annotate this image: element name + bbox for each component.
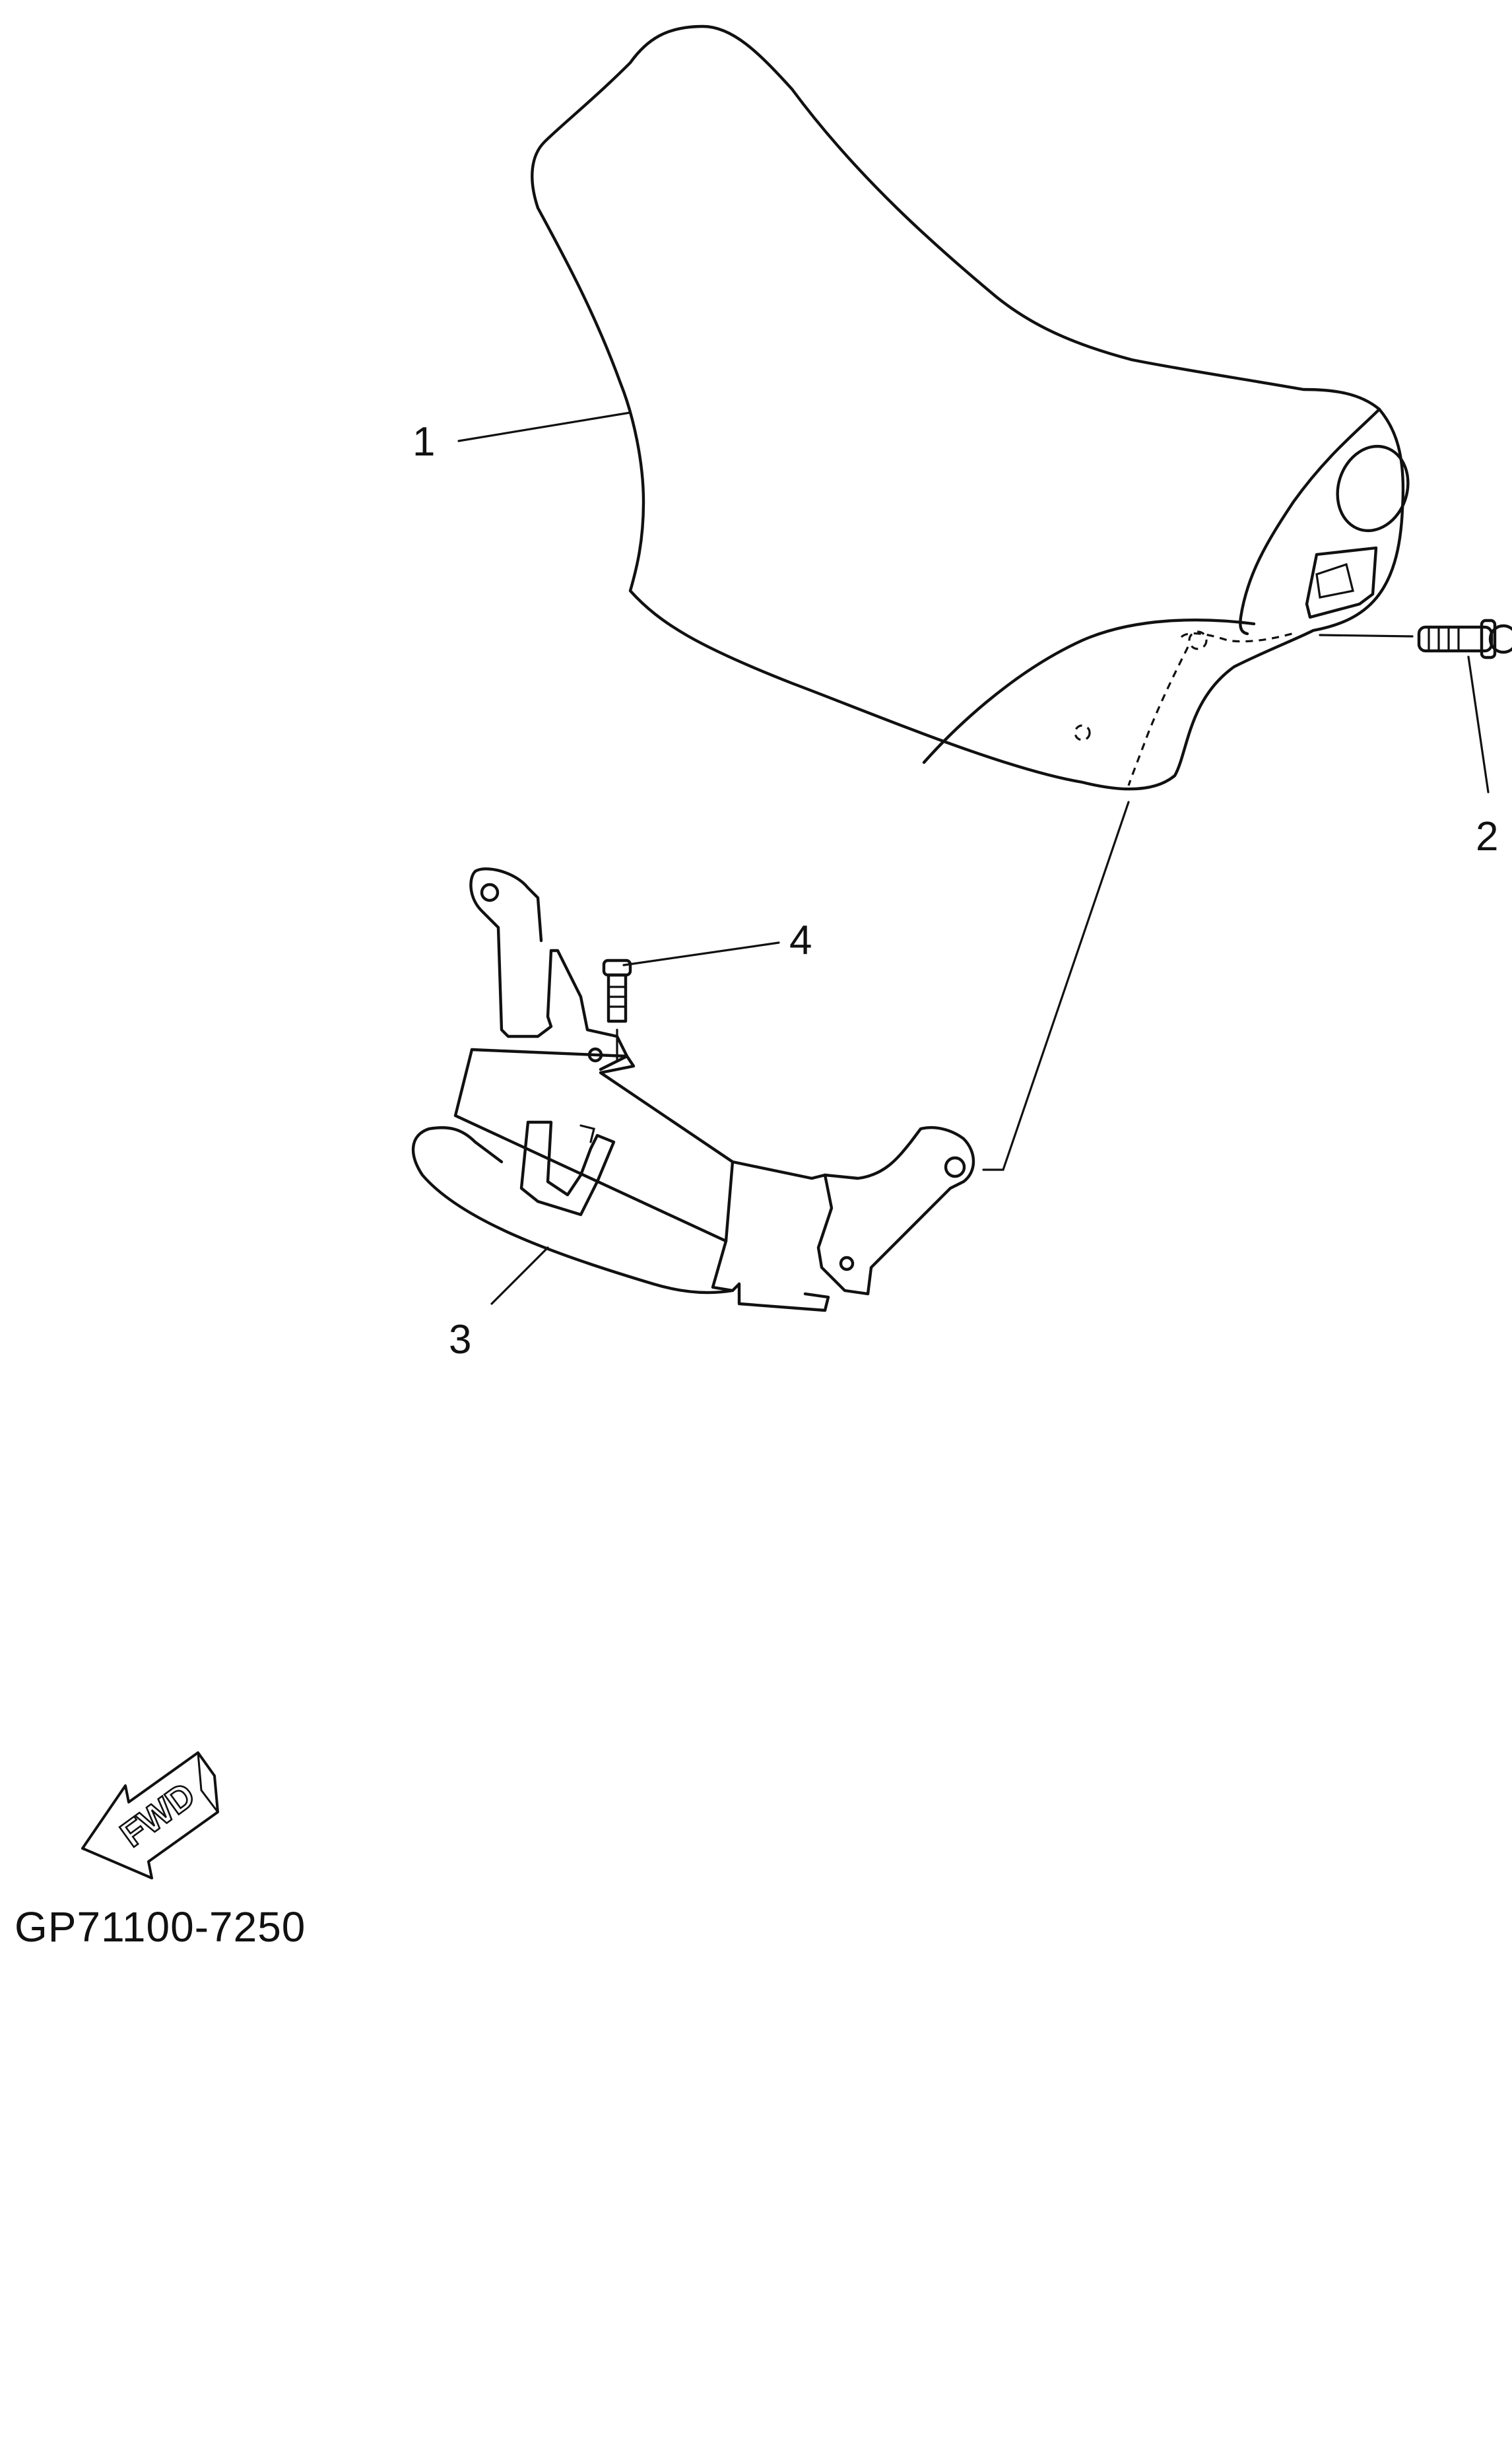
callout-1: 1 [412,419,435,465]
bracket-to-seat-leader [982,801,1130,1171]
callout-4: 4 [789,918,812,963]
callout-3: 3 [449,1317,471,1363]
figure-code: GP71100-7250 [15,1903,306,1951]
seat-part[interactable] [531,24,1418,791]
screw-part-4[interactable] [602,959,632,1061]
callout-2-leader [1467,656,1490,793]
callout-4-leader [622,941,780,966]
seat-lock-bracket-part[interactable] [412,867,975,1312]
callout-2: 2 [1476,814,1498,859]
bolt-2-to-seat-leader [1319,634,1414,638]
callout-3-leader [490,1246,549,1305]
bolt-part-2[interactable] [1417,619,1512,659]
fwd-arrow-icon: FWD [81,1751,219,1879]
callout-1-leader [457,411,632,442]
